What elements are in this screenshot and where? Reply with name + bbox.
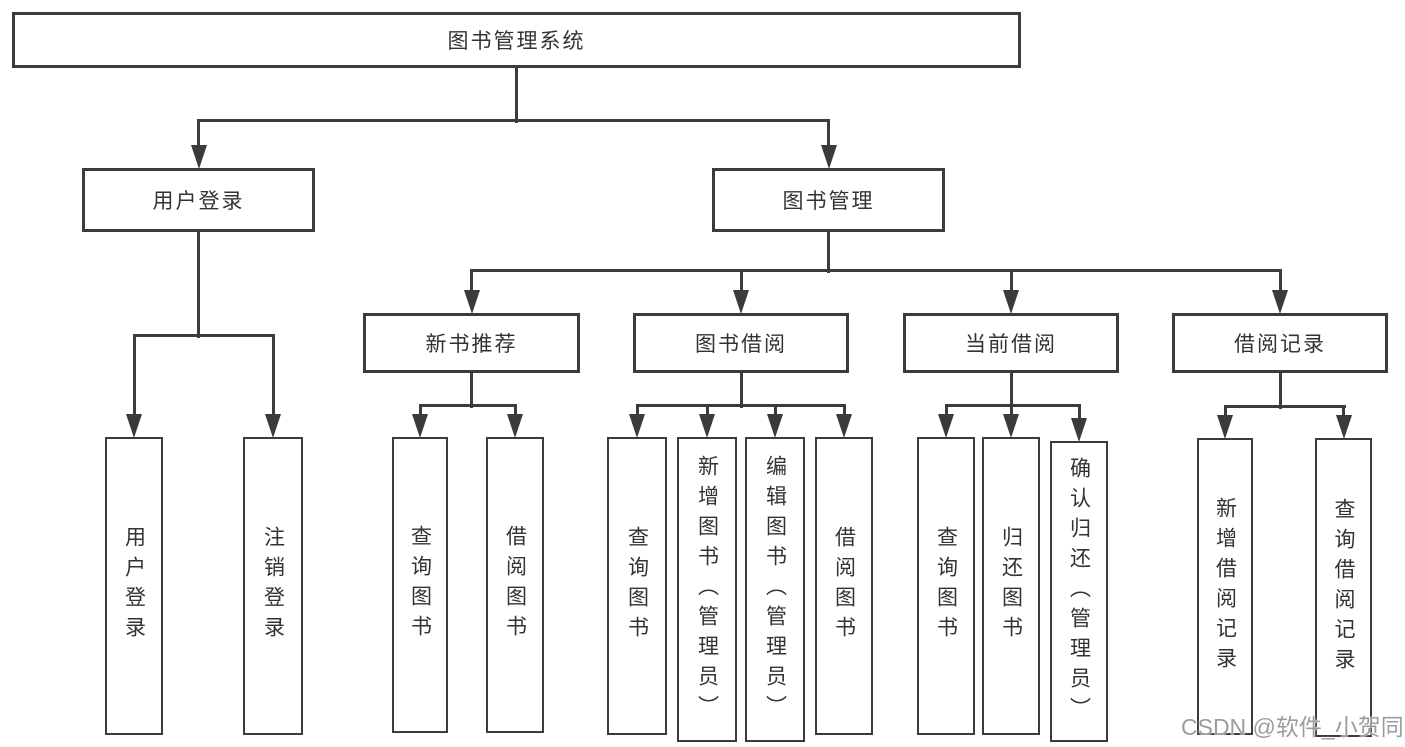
connector-line bbox=[945, 404, 1081, 407]
connector-line bbox=[133, 334, 275, 337]
arrow-down-icon bbox=[821, 145, 837, 169]
leaf-current-confirm-return-admin: 确认归还（管理员） bbox=[1050, 441, 1108, 742]
node-label: 用户登录 bbox=[152, 190, 245, 213]
connector-line bbox=[515, 66, 518, 123]
node-new-book-recommendation: 新书推荐 bbox=[363, 313, 580, 373]
node-book-borrowing: 图书借阅 bbox=[633, 313, 849, 373]
connector-line bbox=[636, 404, 639, 418]
arrow-down-icon bbox=[126, 414, 142, 438]
connector-line bbox=[1224, 405, 1227, 419]
node-label: 注销登录 bbox=[261, 526, 285, 646]
leaf-borrow-edit-books-admin: 编辑图书（管理员） bbox=[745, 437, 805, 742]
connector-line bbox=[133, 334, 136, 418]
arrow-down-icon bbox=[733, 290, 749, 314]
node-label: 查询图书 bbox=[625, 526, 649, 646]
arrow-down-icon bbox=[412, 414, 428, 438]
node-label: 图书管理 bbox=[782, 190, 875, 213]
connector-line bbox=[419, 404, 517, 407]
connector-line bbox=[514, 404, 517, 418]
connector-line bbox=[470, 269, 473, 294]
arrow-down-icon bbox=[938, 414, 954, 438]
connector-line bbox=[197, 119, 830, 122]
node-label: 归还图书 bbox=[999, 526, 1023, 646]
arrow-down-icon bbox=[191, 145, 207, 169]
node-label: 查询图书 bbox=[408, 525, 432, 645]
connector-line bbox=[197, 230, 200, 338]
arrow-down-icon bbox=[699, 414, 715, 438]
node-label: 用户登录 bbox=[122, 526, 146, 646]
connector-line bbox=[470, 269, 1282, 272]
node-label: 借阅图书 bbox=[832, 526, 856, 646]
connector-line bbox=[774, 404, 777, 418]
node-label: 图书管理系统 bbox=[447, 30, 586, 53]
arrow-down-icon bbox=[767, 414, 783, 438]
leaf-current-query-books: 查询图书 bbox=[917, 437, 975, 735]
connector-line bbox=[740, 371, 743, 408]
connector-line bbox=[636, 404, 846, 407]
arrow-down-icon bbox=[1071, 418, 1087, 442]
arrow-down-icon bbox=[1272, 290, 1288, 314]
leaf-borrow-borrow-books: 借阅图书 bbox=[815, 437, 873, 735]
node-label: 查询图书 bbox=[934, 526, 958, 646]
connector-line bbox=[827, 119, 830, 149]
connector-line bbox=[419, 404, 422, 418]
leaf-current-return-books: 归还图书 bbox=[982, 437, 1040, 735]
connector-line bbox=[1010, 371, 1013, 408]
leaf-login-logout: 注销登录 bbox=[243, 437, 303, 735]
connector-line bbox=[1279, 269, 1282, 294]
connector-line bbox=[827, 230, 830, 273]
node-label: 查询借阅记录 bbox=[1332, 497, 1355, 678]
arrow-down-icon bbox=[507, 414, 523, 438]
leaf-borrow-query-books: 查询图书 bbox=[607, 437, 667, 735]
connector-line bbox=[1078, 404, 1081, 422]
connector-line bbox=[197, 119, 200, 149]
connector-line bbox=[1010, 404, 1013, 418]
node-label: 新书推荐 bbox=[425, 333, 518, 356]
arrow-down-icon bbox=[1003, 290, 1019, 314]
node-user-login: 用户登录 bbox=[82, 168, 315, 232]
leaf-records-add-borrow-record: 新增借阅记录 bbox=[1197, 438, 1253, 735]
connector-line bbox=[1342, 405, 1345, 419]
connector-line bbox=[1279, 371, 1282, 409]
connector-line bbox=[1010, 269, 1013, 294]
leaf-login-user-login: 用户登录 bbox=[105, 437, 163, 735]
node-label: 图书借阅 bbox=[695, 333, 787, 356]
connector-line bbox=[470, 371, 473, 408]
arrow-down-icon bbox=[629, 414, 645, 438]
node-current-borrowing: 当前借阅 bbox=[903, 313, 1119, 373]
node-label: 确认归还（管理员） bbox=[1067, 456, 1091, 727]
node-label: 借阅记录 bbox=[1234, 333, 1326, 356]
node-label: 当前借阅 bbox=[965, 333, 1057, 356]
connector-line bbox=[272, 334, 275, 418]
node-label: 编辑图书（管理员） bbox=[763, 454, 787, 725]
connector-line bbox=[843, 404, 846, 418]
arrow-down-icon bbox=[1217, 415, 1233, 439]
arrow-down-icon bbox=[265, 414, 281, 438]
leaf-rec-borrow-books: 借阅图书 bbox=[486, 437, 544, 733]
arrow-down-icon bbox=[464, 290, 480, 314]
leaf-rec-query-books: 查询图书 bbox=[392, 437, 448, 733]
arrow-down-icon bbox=[1003, 414, 1019, 438]
connector-line bbox=[945, 404, 948, 418]
node-library-management-system: 图书管理系统 bbox=[12, 12, 1021, 68]
connector-line bbox=[1224, 405, 1346, 408]
csdn-watermark: CSDN @软件_小贺同学 bbox=[1181, 714, 1405, 740]
node-label: 新增图书（管理员） bbox=[695, 454, 719, 725]
arrow-down-icon bbox=[836, 414, 852, 438]
leaf-borrow-add-books-admin: 新增图书（管理员） bbox=[677, 437, 737, 742]
connector-line bbox=[706, 404, 709, 418]
node-label: 新增借阅记录 bbox=[1213, 496, 1237, 677]
node-borrowing-records: 借阅记录 bbox=[1172, 313, 1388, 373]
node-book-management: 图书管理 bbox=[712, 168, 945, 232]
leaf-records-query-borrow-record: 查询借阅记录 bbox=[1315, 438, 1372, 737]
arrow-down-icon bbox=[1336, 415, 1352, 439]
connector-line bbox=[740, 269, 743, 294]
node-label: 借阅图书 bbox=[503, 525, 527, 645]
